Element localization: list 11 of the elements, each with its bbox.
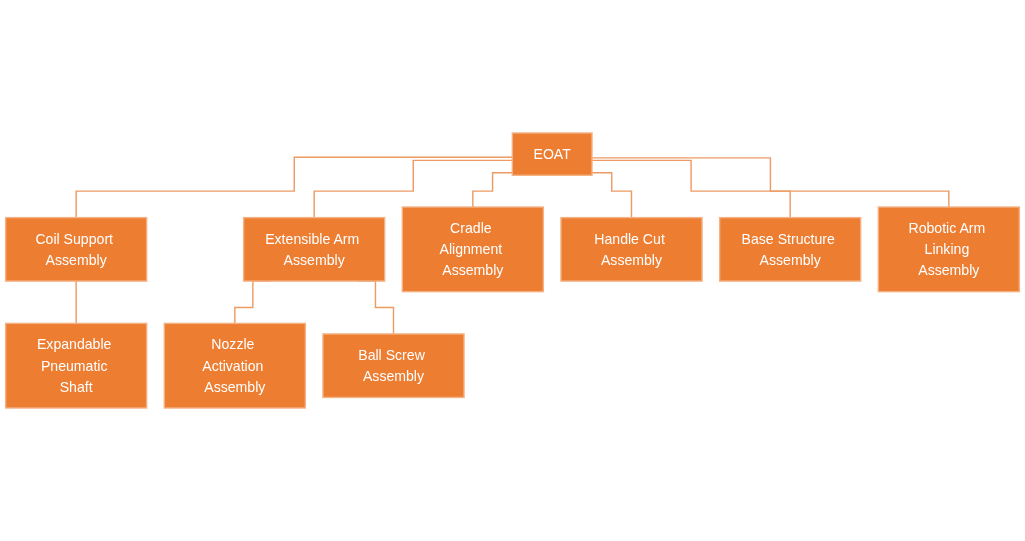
node-box: Cradle Alignment Assembly <box>401 206 545 293</box>
node-box: Base Structure Assembly <box>718 216 862 282</box>
node-box: Coil Support Assembly <box>4 216 148 282</box>
node-box: Expandable Pneumatic Shaft <box>4 322 148 409</box>
node-box: Ball Screw Assembly <box>322 333 465 399</box>
node-box: Handle Cut Assembly <box>560 216 703 282</box>
connector <box>75 280 77 325</box>
node-box: Nozzle Activation Assembly <box>163 322 307 409</box>
node-box: Robotic Arm Linking Assembly <box>877 206 1021 293</box>
node-box: EOAT <box>511 132 593 176</box>
node-box: Extensible Arm Assembly <box>242 216 386 282</box>
